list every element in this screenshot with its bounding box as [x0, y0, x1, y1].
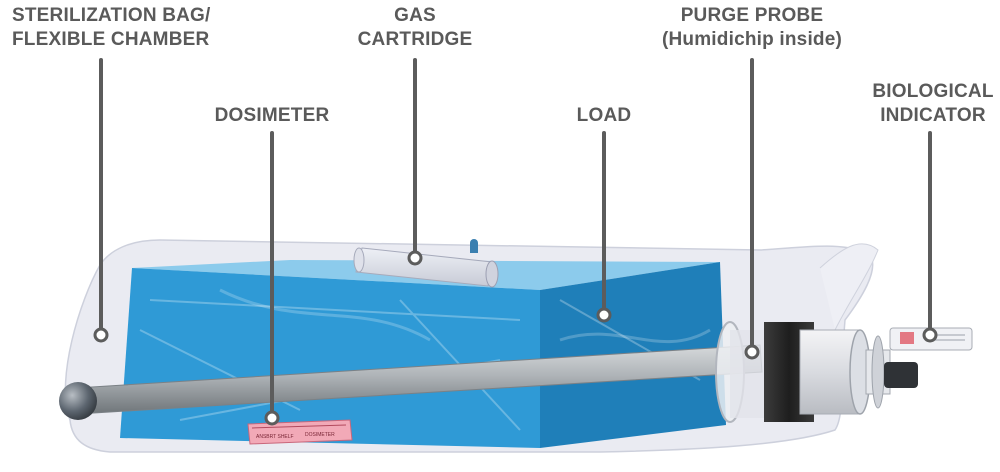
gas-cartridge-shape	[353, 239, 499, 288]
dosimeter-strip: ANSBRT SHELF DOSIMETER	[247, 419, 353, 445]
label-sterilization-bag: STERILIZATION BAG/ FLEXIBLE CHAMBER	[12, 4, 211, 52]
purge-probe-housing	[715, 321, 973, 423]
label-sterilization-bag-line1: STERILIZATION BAG/	[12, 5, 211, 26]
label-gas-cartridge: GAS CARTRIDGE	[355, 4, 475, 52]
label-dosimeter: DOSIMETER	[207, 104, 337, 128]
dosimeter-strip-text-right: DOSIMETER	[305, 432, 335, 438]
label-biological-indicator: BIOLOGICAL INDICATOR	[868, 80, 998, 128]
leader-dot-load	[596, 307, 612, 323]
label-sterilization-bag-line2: FLEXIBLE CHAMBER	[12, 29, 210, 50]
leader-dot-biological-indicator	[922, 327, 938, 343]
bag-fold	[819, 243, 879, 331]
label-purge-probe-line1: PURGE PROBE	[680, 5, 824, 26]
leader-dot-bag	[93, 327, 109, 343]
label-biological-indicator-line2: INDICATOR	[880, 105, 986, 126]
label-dosimeter-line1: DOSIMETER	[214, 105, 330, 126]
label-purge-probe: PURGE PROBE (Humidichip inside)	[652, 4, 852, 52]
leader-dot-purge-probe	[744, 344, 760, 360]
purge-probe-ball	[59, 382, 97, 420]
leader-dot-gas-cartridge	[407, 250, 423, 266]
label-purge-probe-line2: (Humidichip inside)	[661, 29, 843, 50]
label-load-line1: LOAD	[576, 105, 632, 126]
label-biological-indicator-line1: BIOLOGICAL	[872, 81, 994, 102]
label-gas-cartridge-line2: CARTRIDGE	[357, 29, 473, 50]
label-load: LOAD	[564, 104, 644, 128]
label-gas-cartridge-line1: GAS	[394, 5, 436, 26]
dosimeter-strip-text-left: ANSBRT SHELF	[256, 434, 294, 440]
leader-dot-dosimeter	[264, 410, 280, 426]
